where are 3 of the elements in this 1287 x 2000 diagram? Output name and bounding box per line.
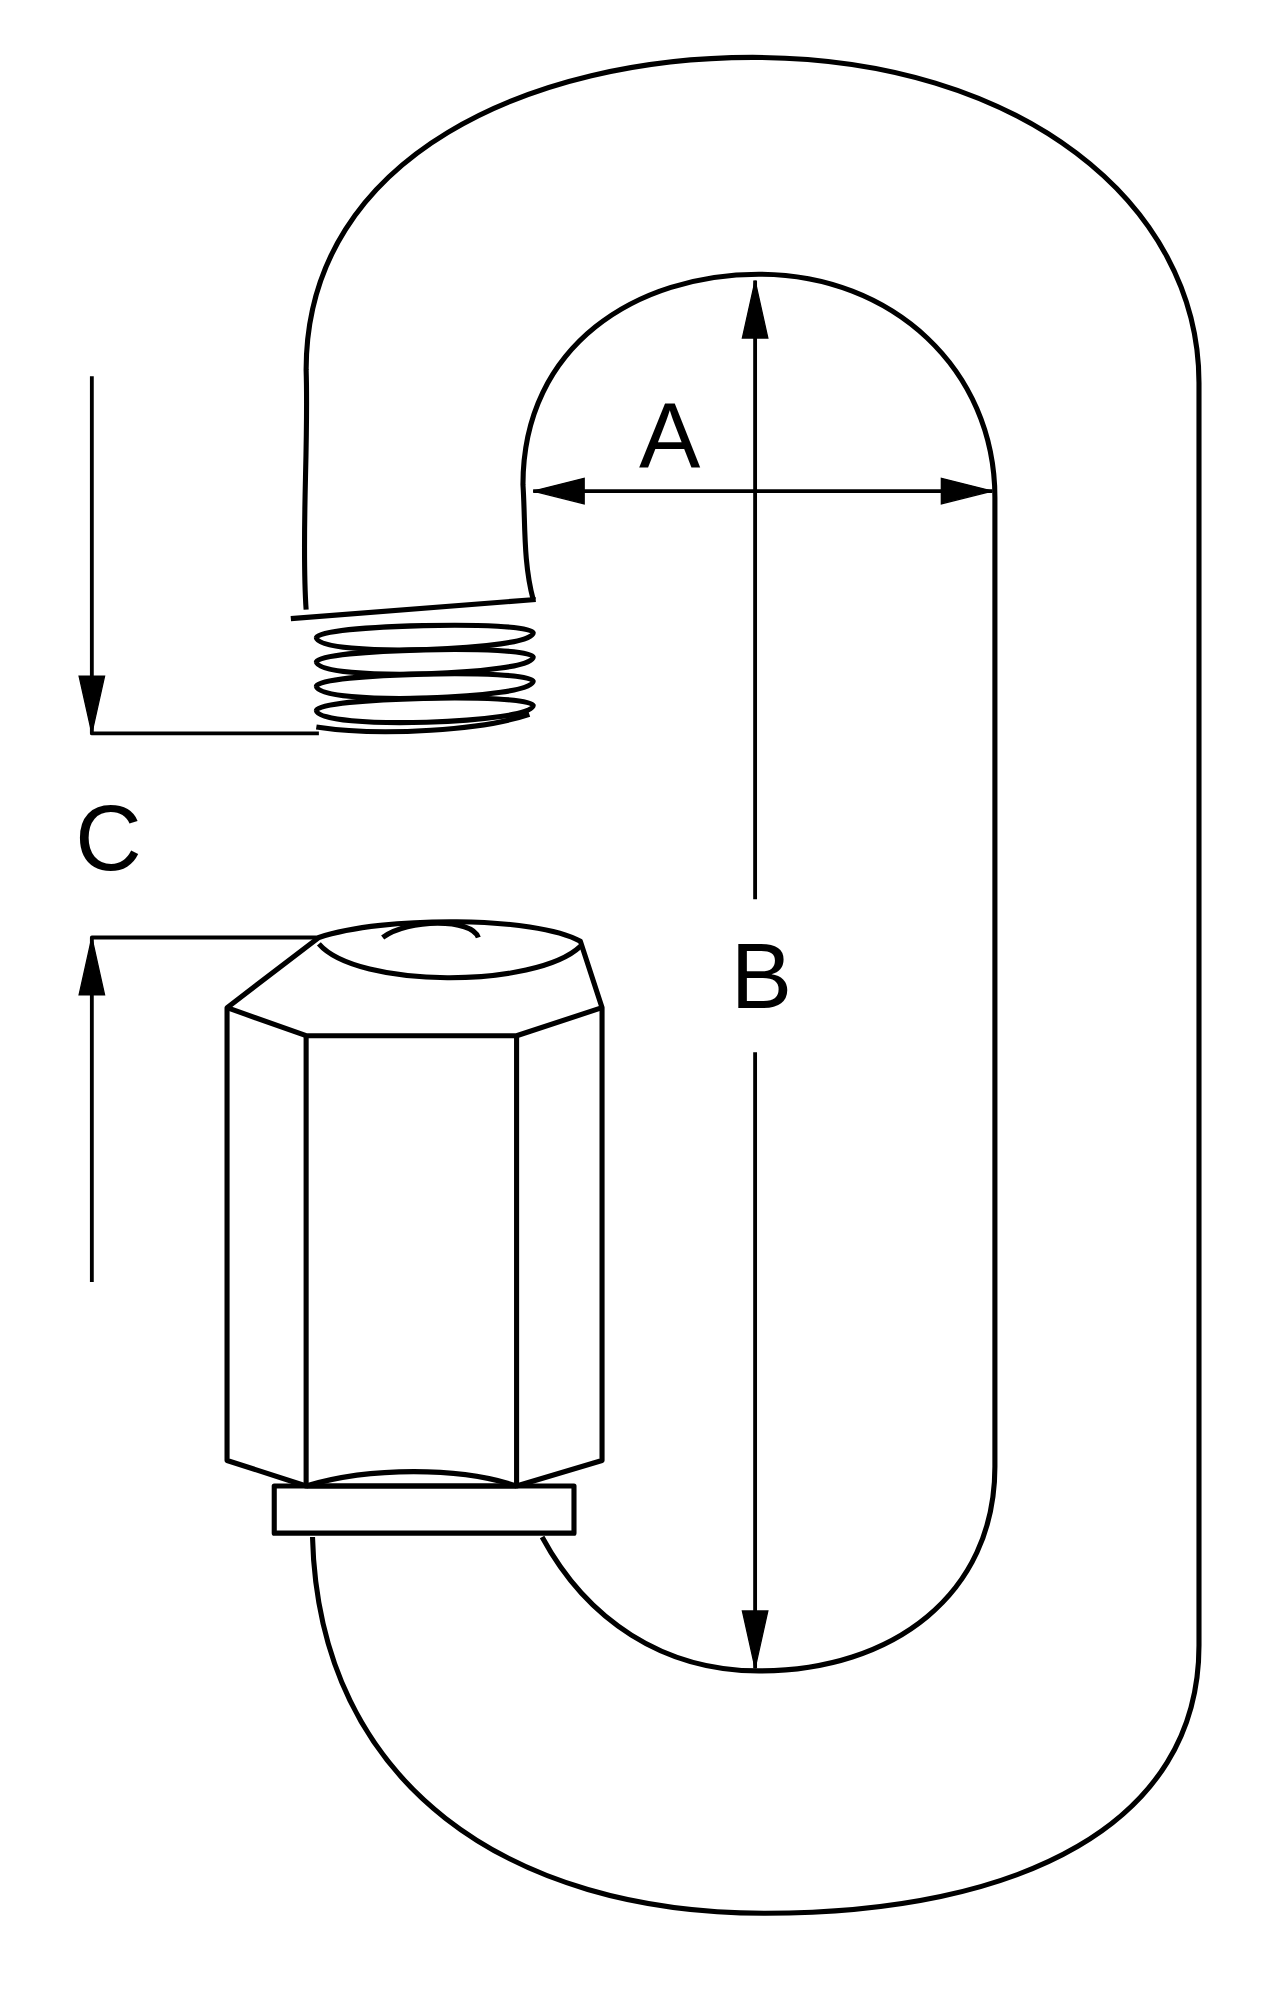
- dimension-label: A: [638, 390, 701, 483]
- dimension-label: C: [75, 792, 142, 884]
- dimension-label: B: [730, 929, 793, 1022]
